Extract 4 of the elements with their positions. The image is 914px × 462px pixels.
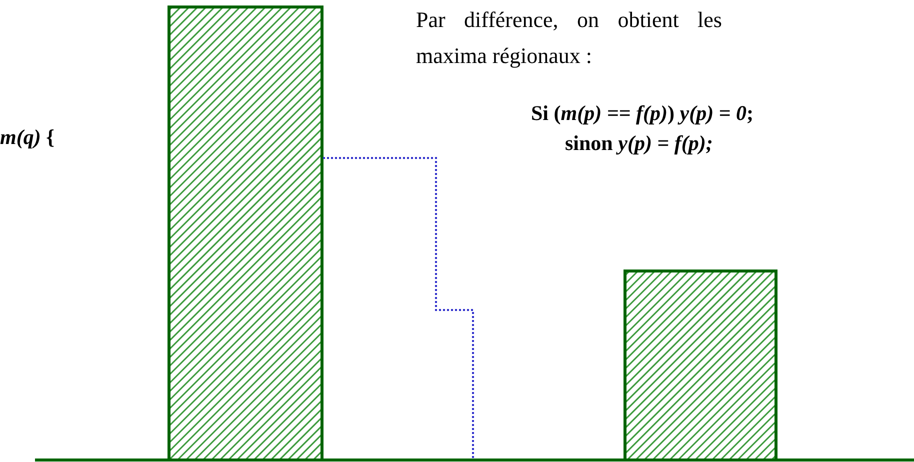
formula-text: sinon y(p) = f(p); <box>565 131 713 156</box>
formula-text: m(q) { <box>0 125 54 150</box>
explanation-text: Par différence, on obtient les maxima régionaux : <box>416 6 722 70</box>
formula-text: Si (m(p) == f(p)) y(p) = 0; <box>531 101 754 126</box>
